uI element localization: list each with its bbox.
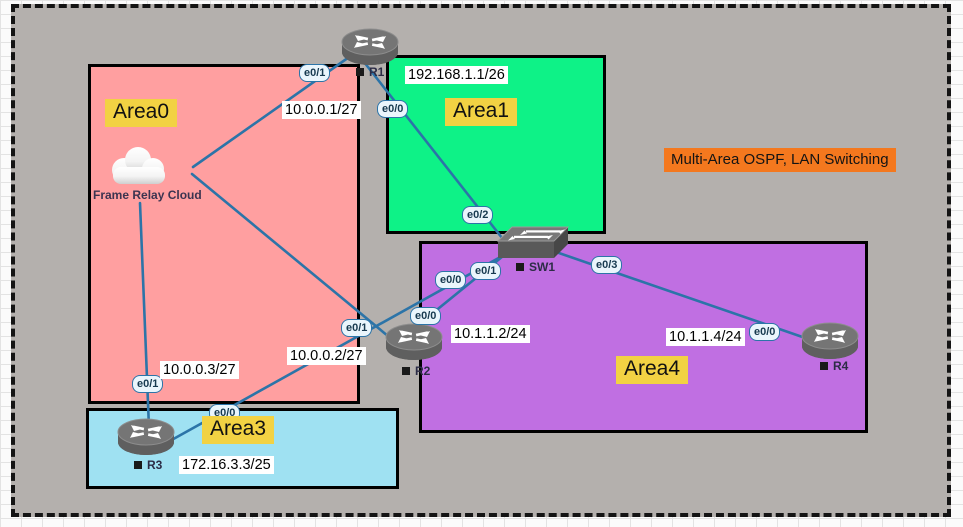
selection-square-icon [402, 367, 410, 375]
device-name: R2 [415, 364, 431, 378]
link-cloud-r2[interactable] [190, 172, 402, 348]
interface-badge-sw1-e0-3[interactable]: e0/3 [591, 256, 623, 274]
selection-square-icon [134, 461, 142, 469]
ip-label-10-0-0-3[interactable]: 10.0.0.3/27 [160, 361, 239, 379]
router-icon [117, 417, 175, 457]
device-name: R4 [833, 359, 849, 373]
interface-badge-sw1-e0-2[interactable]: e0/2 [462, 206, 494, 224]
selection-square-icon [356, 68, 364, 76]
router-icon [341, 27, 399, 67]
device-frame-relay-cloud[interactable] [106, 145, 172, 187]
ip-label-192-168-1-1[interactable]: 192.168.1.1/26 [405, 66, 508, 84]
ip-label-10-1-1-4[interactable]: 10.1.1.4/24 [666, 328, 745, 346]
device-r3[interactable] [117, 417, 175, 457]
switch-icon [496, 226, 570, 260]
device-label-r2[interactable]: R2 [402, 364, 430, 378]
device-label-sw1[interactable]: SW1 [516, 260, 555, 274]
device-name: R1 [369, 65, 385, 79]
interface-badge-sw1-e0-0[interactable]: e0/0 [435, 271, 467, 289]
interface-badge-r4-e0-0[interactable]: e0/0 [749, 323, 781, 341]
router-icon [385, 322, 443, 362]
router-icon [801, 321, 859, 361]
device-label-r1[interactable]: R1 [356, 65, 384, 79]
device-r4[interactable] [801, 321, 859, 361]
cloud-icon [106, 145, 172, 187]
area-box-area1[interactable] [386, 55, 606, 234]
area-label-area1[interactable]: Area1 [445, 98, 518, 126]
area-label-area4[interactable]: Area4 [616, 356, 689, 384]
selection-square-icon [820, 362, 828, 370]
area-label-area0[interactable]: Area0 [105, 99, 178, 127]
device-label-r4[interactable]: R4 [820, 359, 848, 373]
ip-label-172-16-3-3[interactable]: 172.16.3.3/25 [179, 456, 274, 474]
interface-badge-sw1-e0-1[interactable]: e0/1 [470, 262, 502, 280]
device-sw1[interactable] [496, 226, 570, 260]
ip-label-10-0-0-1[interactable]: 10.0.0.1/27 [282, 101, 361, 119]
interface-badge-r3-e0-1[interactable]: e0/1 [132, 375, 164, 393]
interface-badge-r2-e0-1[interactable]: e0/1 [341, 319, 373, 337]
device-name: R3 [147, 458, 163, 472]
interface-badge-r1-e0-0[interactable]: e0/0 [377, 100, 409, 118]
interface-badge-r1-e0-1[interactable]: e0/1 [299, 64, 331, 82]
device-label-r3[interactable]: R3 [134, 458, 162, 472]
ip-label-10-1-1-2[interactable]: 10.1.1.2/24 [451, 325, 530, 343]
ip-label-10-0-0-2[interactable]: 10.0.0.2/27 [287, 347, 366, 365]
device-r2[interactable] [385, 322, 443, 362]
interface-badge-r2-e0-0[interactable]: e0/0 [410, 307, 442, 325]
device-label-cloud[interactable]: Frame Relay Cloud [93, 188, 202, 202]
area-label-area3[interactable]: Area3 [202, 416, 275, 444]
device-name: SW1 [529, 260, 556, 274]
device-r1[interactable] [341, 27, 399, 67]
selection-square-icon [516, 263, 524, 271]
diagram-title-banner[interactable]: Multi-Area OSPF, LAN Switching [664, 148, 896, 172]
